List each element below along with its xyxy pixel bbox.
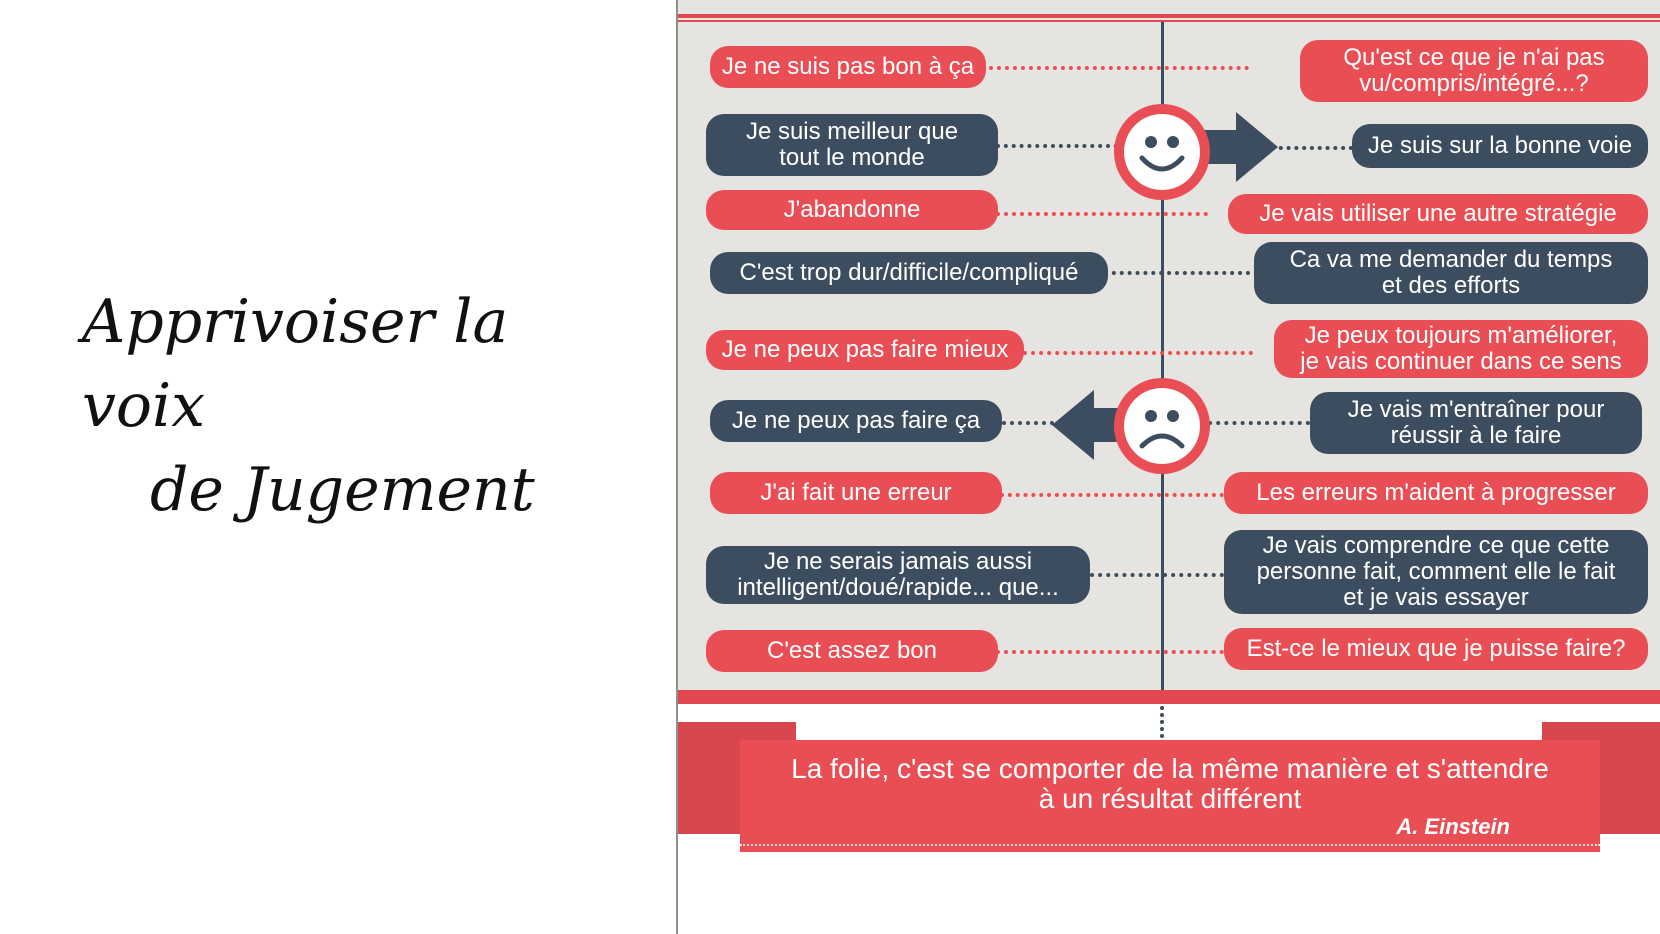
right-statement-5: Je peux toujours m'améliorer, je vais co… [1274, 320, 1648, 378]
quote-banner: La folie, c'est se comporter de la même … [678, 718, 1660, 868]
right-statement-6: Je vais m'entraîner pour réussir à le fa… [1310, 392, 1642, 454]
center-axis [1161, 22, 1164, 690]
left-statement-1: Je ne suis pas bon à ça [710, 46, 986, 88]
quote-author: A. Einstein [1396, 814, 1510, 839]
bottom-rule [678, 690, 1660, 704]
left-statement-4: C'est trop dur/difficile/compliqué [710, 252, 1108, 294]
right-statement-1: Qu'est ce que je n'ai pas vu/compris/int… [1300, 40, 1648, 102]
left-statement-2: Je suis meilleur que tout le monde [706, 114, 998, 176]
connector-row-2-right [1271, 146, 1353, 150]
connector-row-8 [1090, 573, 1224, 577]
connector-row-2-left [996, 144, 1118, 148]
connector-row-7 [1000, 493, 1224, 497]
sad-face-icon [1114, 378, 1210, 474]
right-statement-8: Je vais comprendre ce que cette personne… [1224, 530, 1648, 614]
quote-text: La folie, c'est se comporter de la même … [791, 753, 1549, 814]
arrow-right-icon [1192, 112, 1278, 182]
left-statement-7: J'ai fait une erreur [710, 472, 1002, 514]
left-statement-3: J'abandonne [706, 190, 998, 230]
page-title: Apprivoiser la voix de Jugement [60, 280, 580, 532]
title-line-1: Apprivoiser la voix [82, 287, 509, 441]
connector-row-9 [996, 650, 1224, 654]
infographic: Je ne suis pas bon à ça Je suis meilleur… [678, 0, 1660, 870]
left-statement-5: Je ne peux pas faire mieux [706, 330, 1024, 370]
right-statement-4: Ca va me demander du temps et des effort… [1254, 242, 1648, 304]
quote-box: La folie, c'est se comporter de la même … [740, 740, 1600, 852]
right-statement-3: Je vais utiliser une autre stratégie [1228, 194, 1648, 234]
center-axis-dots [1160, 706, 1164, 738]
title-line-2: de Jugement [150, 455, 535, 525]
left-statement-9: C'est assez bon [706, 630, 998, 672]
left-statement-8: Je ne serais jamais aussi intelligent/do… [706, 546, 1090, 604]
connector-row-5 [1023, 351, 1253, 355]
vertical-divider [676, 0, 678, 934]
top-rule [678, 14, 1660, 18]
connector-row-4 [1104, 271, 1258, 275]
connector-row-6-right [1208, 421, 1310, 425]
connector-row-6-left [1002, 421, 1062, 425]
right-statement-9: Est-ce le mieux que je puisse faire? [1224, 628, 1648, 670]
connector-row-3 [996, 212, 1208, 216]
connector-row-1 [973, 66, 1249, 70]
smiley-face-icon [1114, 104, 1210, 200]
arrow-left-icon [1052, 390, 1138, 460]
left-statement-6: Je ne peux pas faire ça [710, 400, 1002, 442]
banner-stitch-bottom [740, 844, 1600, 846]
top-rule-thin [678, 20, 1660, 22]
right-statement-7: Les erreurs m'aident à progresser [1224, 472, 1648, 514]
right-statement-2: Je suis sur la bonne voie [1352, 124, 1648, 168]
